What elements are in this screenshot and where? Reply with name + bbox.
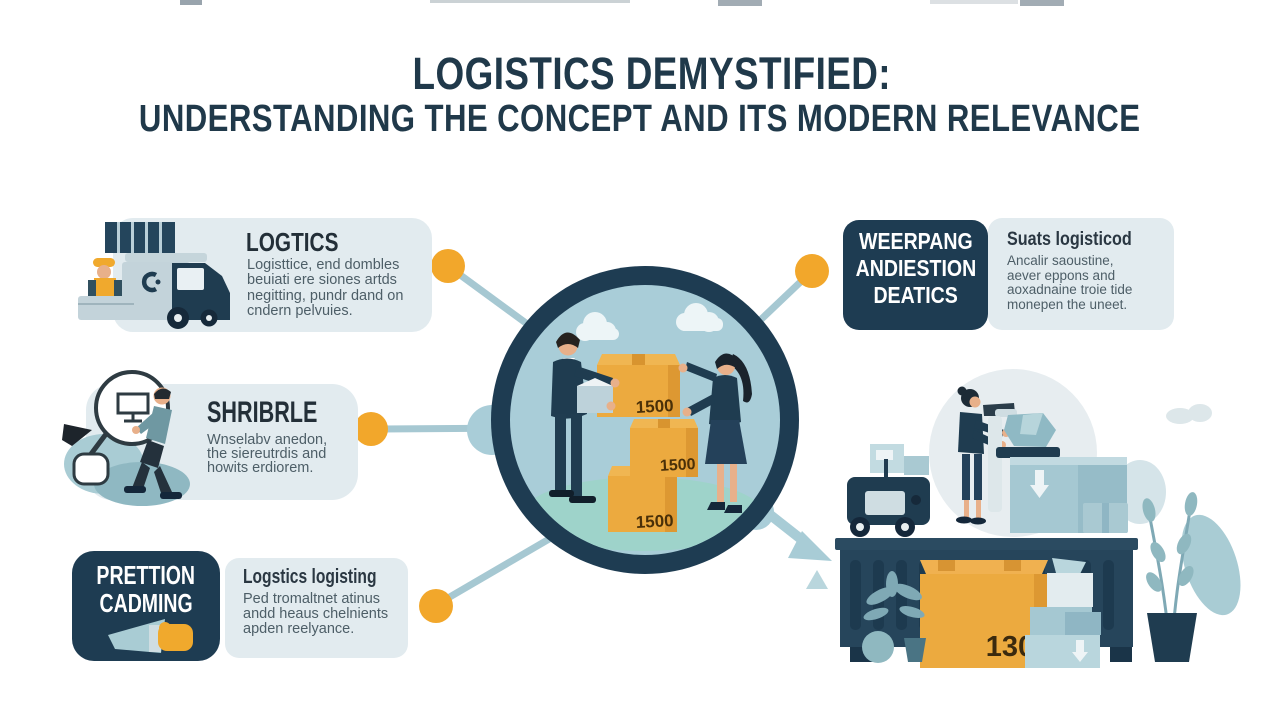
box-stack: 1500 1500 1500 (597, 354, 698, 532)
truck-icon (78, 222, 230, 329)
badge-line: CADMING (99, 588, 193, 618)
title-line-1: LOGISTICS DEMYSTIFIED: (412, 48, 892, 99)
plant-left (862, 571, 926, 663)
badge-weerpang: WEERPANG ANDIESTION DEATICS (843, 220, 988, 330)
card-prettion-heading: Logstics logisting (243, 566, 377, 588)
card-shribrle-heading: SHRIBRLE (207, 396, 318, 429)
top-edge-artifact (930, 0, 1018, 4)
cart-icon (847, 444, 930, 537)
card-shribrle-body: Wnselabv anedon, the siereutrdis and how… (207, 432, 328, 477)
card-weerpang-heading: Suats logisticod (1007, 229, 1132, 250)
card-logtics-heading: LOGTICS (246, 227, 339, 257)
cloud-icon (1166, 404, 1212, 424)
box-bottom: 1500 (608, 466, 677, 532)
card-logtics-body: Logisttice, end dombles beuiati ere sion… (247, 257, 404, 320)
man-figure (549, 332, 620, 503)
badge-line: PRETTION (96, 560, 196, 590)
plant-right (1142, 492, 1241, 662)
arrow-down-icon (1030, 470, 1049, 498)
card-weerpang-body: Ancalir saoustine, aever eppons and aoxa… (1007, 253, 1133, 312)
svg-text:1500: 1500 (635, 396, 674, 417)
connector-dot (354, 412, 388, 446)
title-line-2: UNDERSTANDING THE CONCEPT AND ITS MODERN… (139, 98, 1141, 140)
flow-arrow-head (788, 531, 832, 561)
center-circle-illustration: 1500 1500 1500 (491, 266, 799, 574)
svg-text:1500: 1500 (635, 511, 674, 532)
badge-line: WEERPANG (858, 228, 973, 254)
scanner-machine (983, 403, 1060, 512)
magnifier-icon (62, 370, 190, 506)
hand-icon (108, 619, 193, 653)
card-prettion (225, 558, 408, 658)
arrow-down-icon (1072, 640, 1088, 662)
card-prettion-body: Ped tromaltnet atinus andd heaus chelnie… (243, 591, 389, 638)
woman-figure (678, 353, 752, 513)
badge-line: DEATICS (873, 282, 958, 308)
small-box-stack (1025, 558, 1101, 668)
badge-line: ANDIESTION (855, 255, 976, 281)
top-edge-artifact (180, 0, 202, 5)
connector-dot (795, 254, 829, 288)
top-edge-artifact (1020, 0, 1064, 6)
teal-box-large (1010, 457, 1128, 533)
flow-arrow-tick (806, 570, 828, 589)
top-edge-artifact (718, 0, 762, 6)
card-weerpang (988, 218, 1174, 330)
warehouse-scene: 130 (835, 369, 1241, 668)
connector-dot (431, 249, 465, 283)
connector-dot (419, 589, 453, 623)
connector-line (434, 531, 558, 609)
box-middle: 1500 (630, 419, 698, 477)
top-edge-artifact (430, 0, 630, 3)
cloud-icon (576, 303, 723, 341)
svg-text:1500: 1500 (660, 456, 697, 475)
